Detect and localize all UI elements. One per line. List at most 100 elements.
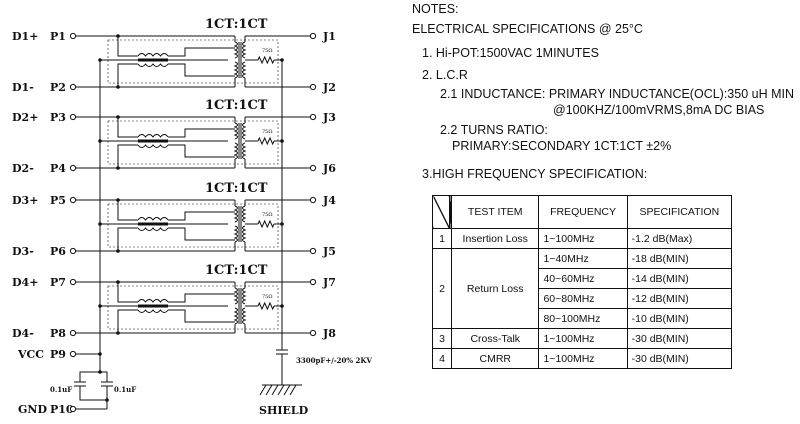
resistor-value: 75Ω bbox=[262, 294, 273, 300]
termination-resistor bbox=[257, 219, 275, 229]
isolation-box bbox=[107, 39, 279, 84]
resistor-value: 75Ω bbox=[262, 212, 273, 218]
high-frequency-heading: 3.HIGH FREQUENCY SPECIFICATION: bbox=[422, 167, 648, 181]
test-item-cell: Insertion Loss bbox=[450, 228, 540, 249]
jack-pin-label: J8 bbox=[322, 327, 336, 340]
turns-ratio-note: 2.2 TURNS RATIO: bbox=[440, 123, 548, 137]
ground-hatch bbox=[289, 384, 297, 396]
lcr-note: 2. L.C.R bbox=[422, 68, 468, 82]
specification-cell: -12 dB(MIN) bbox=[626, 288, 733, 309]
transformer-primary-coil bbox=[233, 142, 238, 160]
choke-coil bbox=[137, 309, 169, 313]
jack-terminal bbox=[309, 278, 317, 286]
transformer-primary-coil bbox=[233, 205, 238, 223]
signal-label: D1- bbox=[12, 81, 34, 94]
frequency-cell: 40~60MHz bbox=[538, 268, 628, 289]
pin-label: P2 bbox=[50, 81, 66, 94]
signal-label: D2+ bbox=[12, 111, 38, 124]
header-frequency: FREQUENCY bbox=[538, 195, 628, 229]
wire bbox=[79, 386, 107, 401]
pin-label: P4 bbox=[50, 162, 66, 175]
transformer-secondary-coil bbox=[242, 307, 247, 325]
choke-coil bbox=[137, 144, 169, 148]
wire bbox=[168, 211, 235, 221]
vcc-terminal bbox=[69, 350, 77, 358]
wire bbox=[168, 227, 235, 241]
capacitor-value: 0.1uF bbox=[50, 385, 72, 394]
gnd-terminal bbox=[69, 405, 77, 413]
specification-cell: -30 dB(MIN) bbox=[626, 328, 733, 349]
choke-coil bbox=[137, 227, 169, 231]
transformer-schematic: D1+P1D1-P2J1J21CT:1CT75ΩD2+P3D2-P4J3J61C… bbox=[12, 17, 372, 417]
table-row: 1 Insertion Loss 1~100MHz -1.2 dB(Max) bbox=[432, 228, 733, 249]
specification-cell: -14 dB(MIN) bbox=[626, 268, 733, 289]
pin-terminal bbox=[69, 164, 77, 172]
jack-pin-label: J6 bbox=[322, 162, 336, 175]
jack-pin-label: J7 bbox=[322, 276, 336, 289]
resistor-value: 75Ω bbox=[262, 48, 273, 54]
turns-ratio-value: PRIMARY:SECONDARY 1CT:1CT ±2% bbox=[452, 139, 672, 153]
choke-coil bbox=[137, 53, 169, 57]
wire bbox=[117, 309, 138, 333]
junction-dot bbox=[116, 166, 120, 170]
wire bbox=[168, 63, 235, 77]
transformer-primary-coil bbox=[233, 225, 238, 243]
pin-label: P8 bbox=[50, 327, 66, 340]
signal-label: D2- bbox=[12, 162, 34, 175]
transformer-primary-coil bbox=[233, 307, 238, 325]
wire bbox=[117, 36, 138, 57]
junction-dot bbox=[116, 85, 120, 89]
frequency-cell: 1~40MHz bbox=[538, 248, 628, 269]
table-row: 80~100MHz -10 dB(MIN) bbox=[433, 308, 733, 329]
isolation-box bbox=[107, 203, 279, 248]
choke-coil bbox=[137, 63, 169, 67]
jack-terminal bbox=[309, 164, 317, 172]
ground-hatch bbox=[259, 384, 267, 396]
wire bbox=[117, 117, 138, 138]
wire bbox=[117, 63, 138, 87]
hipot-note: 1. Hi-POT:1500VAC 1MINUTES bbox=[422, 46, 599, 60]
pin-terminal bbox=[69, 32, 77, 40]
transformer-secondary-coil bbox=[242, 287, 247, 305]
jack-pin-label: J5 bbox=[322, 245, 336, 258]
jack-terminal bbox=[309, 113, 317, 121]
transformer-secondary-coil bbox=[242, 122, 247, 140]
pin-label: P7 bbox=[50, 276, 66, 289]
table-corner-cell bbox=[449, 195, 452, 229]
specification-cell: -18 dB(MIN) bbox=[626, 248, 733, 269]
pin-label: P5 bbox=[50, 194, 66, 207]
junction-dot bbox=[98, 370, 102, 374]
pin-label: P6 bbox=[50, 245, 66, 258]
jack-pin-label: J3 bbox=[322, 111, 336, 124]
wire bbox=[100, 371, 108, 382]
transformer-secondary-coil bbox=[242, 142, 247, 160]
table-row: 40~60MHz -14 dB(MIN) bbox=[433, 268, 733, 289]
shield-label: SHIELD bbox=[259, 404, 309, 417]
termination-resistor bbox=[257, 301, 275, 311]
wire bbox=[117, 227, 138, 251]
isolation-box bbox=[107, 285, 279, 330]
vcc-pin-label: P9 bbox=[50, 348, 66, 361]
specification-cell: -10 dB(MIN) bbox=[626, 308, 733, 329]
turns-ratio-label: 1CT:1CT bbox=[205, 98, 268, 113]
jack-terminal bbox=[309, 83, 317, 91]
wire bbox=[168, 128, 235, 138]
pin-terminal bbox=[69, 247, 77, 255]
jack-pin-label: J1 bbox=[322, 30, 336, 43]
transformer-primary-coil bbox=[233, 41, 238, 59]
table-row: 4 CMRR 1~100MHz -30 dB(MIN) bbox=[432, 348, 733, 369]
transformer-secondary-coil bbox=[242, 205, 247, 223]
termination-resistor bbox=[257, 136, 275, 146]
turns-ratio-label: 1CT:1CT bbox=[205, 17, 268, 32]
wire bbox=[117, 144, 138, 168]
notes-panel: NOTES: ELECTRICAL SPECIFICATIONS @ 25°C … bbox=[410, 0, 800, 424]
header-specification: SPECIFICATION bbox=[626, 195, 733, 229]
frequency-cell: 80~100MHz bbox=[538, 308, 628, 329]
pin-terminal bbox=[69, 329, 77, 337]
ground-hatch bbox=[265, 384, 273, 396]
table-row: 3 Cross-Talk 1~100MHz -30 dB(MIN) bbox=[432, 328, 733, 349]
capacitor-value: 0.1uF bbox=[114, 385, 136, 394]
junction-dot bbox=[105, 398, 109, 402]
junction-dot bbox=[116, 115, 120, 119]
transformer-secondary-coil bbox=[242, 61, 247, 79]
